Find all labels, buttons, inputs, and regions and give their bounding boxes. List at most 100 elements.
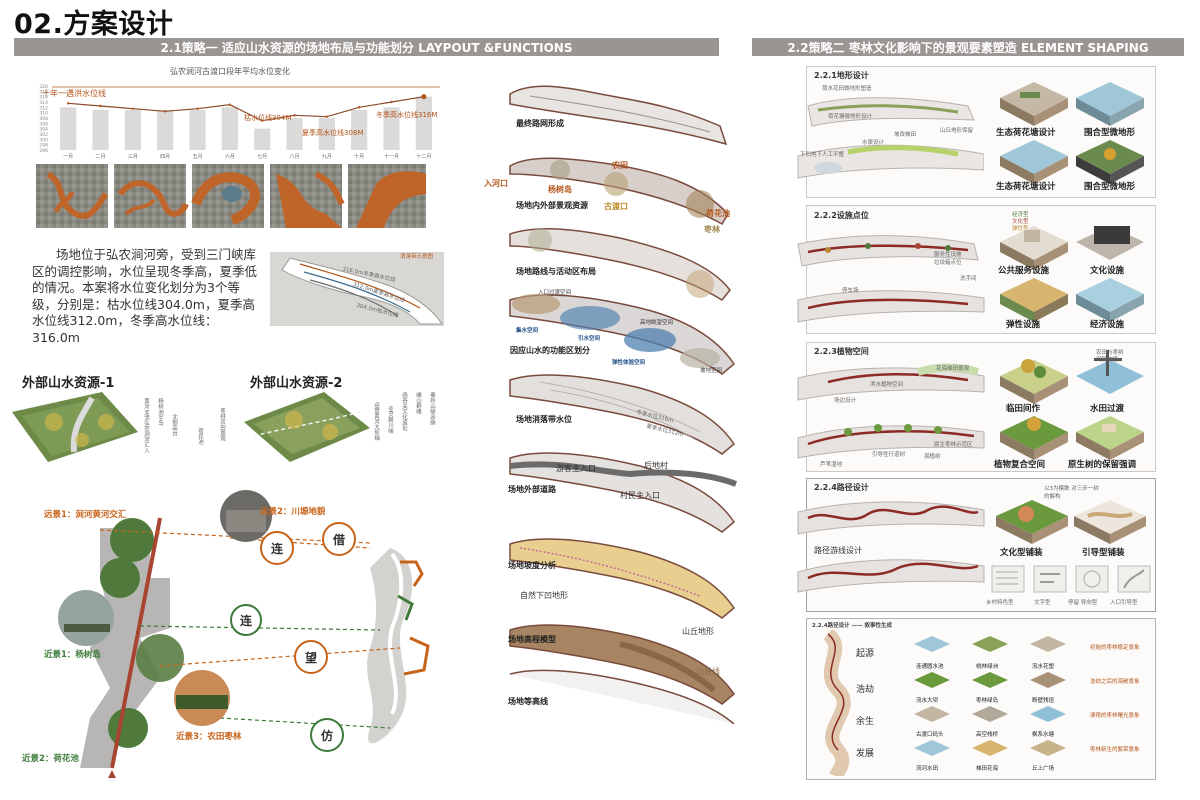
connect-circle-1: 连 [260,531,294,565]
line-point-12 [421,94,427,100]
terrain-note-2: 荷花塘微地形设计 [828,114,873,120]
path-axonometric [797,501,985,593]
flood-line-label: 十年一遇洪水位线 [42,89,106,98]
layer-label-1: 最终路网形成 [516,119,564,128]
layer-label-4: 因应山水的功能区划分 [510,346,590,355]
tag-hill: 山丘地形 [682,627,714,636]
y-tick-label: 306 [39,121,48,127]
story-scene-1: 初始的枣林稳定景象 [1090,645,1140,651]
terrain-detail-thumbs [1000,82,1144,184]
tag-farmland: 农田 [612,161,628,170]
plant-thumb-1 [1000,359,1068,404]
layer-label-6: 场地外部道路 [508,485,556,494]
bar-1 [60,107,77,150]
tag-houdi: 后地村 [644,461,668,470]
x-tick-label: 六月 [225,153,235,160]
facility-item-3: 弹性设施 [1006,320,1041,330]
line-point-10 [357,106,361,109]
layer-label-8: 场地高程模型 [508,635,556,644]
facility-axonometric [797,235,985,323]
terrain-note-1: 荷水花田微地形塑造 [822,86,872,92]
line-point-9 [325,115,329,118]
line-point-7 [260,119,264,122]
bar-8 [286,118,303,150]
terrain-item-3: 生态荷花塘设计 [996,182,1056,192]
plant-detail-thumbs [1000,350,1144,460]
plant-note-2: 花海梯田景观 [936,366,970,372]
aerial-photo-2 [114,164,189,228]
plant-subtitle: 2.2.3植物空间 [814,347,869,356]
far-view-1-label: 远景1：涧河黄河交汇 [44,510,127,520]
tag-tour-entry: 游客主入口 [556,464,596,473]
plant-tree-note-2: 间隔种植 [1096,357,1119,363]
ext1-note-3: 北侧高台 [171,414,177,436]
tag-lotus: 荷花池 [706,209,730,218]
story-stage-3: 余生 [856,717,875,727]
paving-icon-rural [991,565,1025,593]
ext-resource-1-map [12,392,138,462]
facility-item-2: 文化设施 [1090,266,1125,276]
path-thumb-1 [996,500,1068,544]
x-tick-label: 八月 [289,154,299,160]
terrain-item-4: 围合型微地形 [1084,182,1136,192]
story-c2-r4: 梯田花海 [976,766,999,772]
x-tick-label: 三月 [128,154,138,160]
facility-legend-2: 文化型 [1012,219,1029,225]
y-tick-label: 316 [39,95,48,101]
aerial-photo-strip [36,164,426,228]
plant-item-1: 临田间作 [1006,404,1041,414]
story-route-diagram [822,630,851,776]
chart-title: 弘农涧河古渡口段年平均水位变化 [170,67,290,76]
facility-thumb-1 [1000,226,1068,270]
layer-label-3: 场地路线与活动区布局 [516,267,596,276]
facility-legend-3: 弹性型 [1012,226,1029,232]
near-view-3-label: 近景3：农田枣林 [176,732,242,742]
story-c3-r3: 枫系水塘 [1032,732,1055,738]
path-thumb-2 [1074,500,1146,544]
plant-note-6: 芦苇湿地 [820,462,843,468]
story-c1-r1: 连通圆水池 [916,664,944,670]
bar-3 [124,110,141,150]
facility-thumb-4 [1076,278,1144,322]
line-point-1 [66,102,70,105]
aerial-photo-1 [36,164,109,228]
ext1-note-5: 枣林农田景观 [219,408,225,441]
story-c2-r2: 枣林绿岛 [976,698,999,704]
ext2-note-1: 运营黄河大坝轴 [373,402,379,441]
ext1-note-1: 黄河支流弘农涧河汇入 [143,398,149,453]
aerial-photo-5 [348,164,426,228]
plant-note-1: 滨水植物空间 [870,382,904,388]
near-view-2-label: 近景2：荷花池 [22,754,79,764]
paving-label-2: 文字型 [1034,600,1051,606]
path-item-1: 文化型铺装 [1000,548,1043,558]
drawdown-map-title: 消落带示意图 [400,254,434,260]
bar-6 [221,107,238,150]
facility-legend-1: 经济型 [1012,212,1029,218]
borrow-circle: 借 [322,522,356,556]
imitate-circle: 仿 [310,718,344,752]
x-tick-label: 二月 [95,154,105,160]
water-level-line [68,96,424,122]
story-row-2 [914,672,1066,688]
facility-note-2: 垃圾箱点位 [934,260,962,266]
layer-stack-diagram [509,85,738,724]
tag-high-view: 高地眺望空间 [640,320,674,326]
winter-level-label: 冬季高水位线316M [376,111,438,119]
path-routes-label: 路径游线设计 [814,546,862,555]
layer-label-9: 场地等高线 [508,697,548,706]
tag-entrance: 入河口 [484,179,508,188]
story-c2-r1: 桃林绿洲 [976,664,999,670]
terrain-note-3: 山丘地形保留 [940,128,974,134]
line-point-5 [196,107,199,110]
story-subtitle: 2.2.4路径设计 —— 叙事性生成 [812,623,892,629]
paving-icon-stay [1075,565,1109,593]
paving-icon-entry [1117,565,1151,593]
terrain-note-4: 坡改梯田 [894,132,917,138]
water-level-chart: 320318316314312310308306304302300298296一… [39,84,440,160]
paving-label-1: 乡村特色型 [986,600,1014,606]
bar-4 [157,110,174,150]
y-tick-label: 318 [39,89,48,95]
connect-circle-2: 连 [230,604,262,636]
ext2-note-2: 圣灵殿川峡 [387,406,393,434]
path-item-2: 引导型铺装 [1082,548,1125,558]
